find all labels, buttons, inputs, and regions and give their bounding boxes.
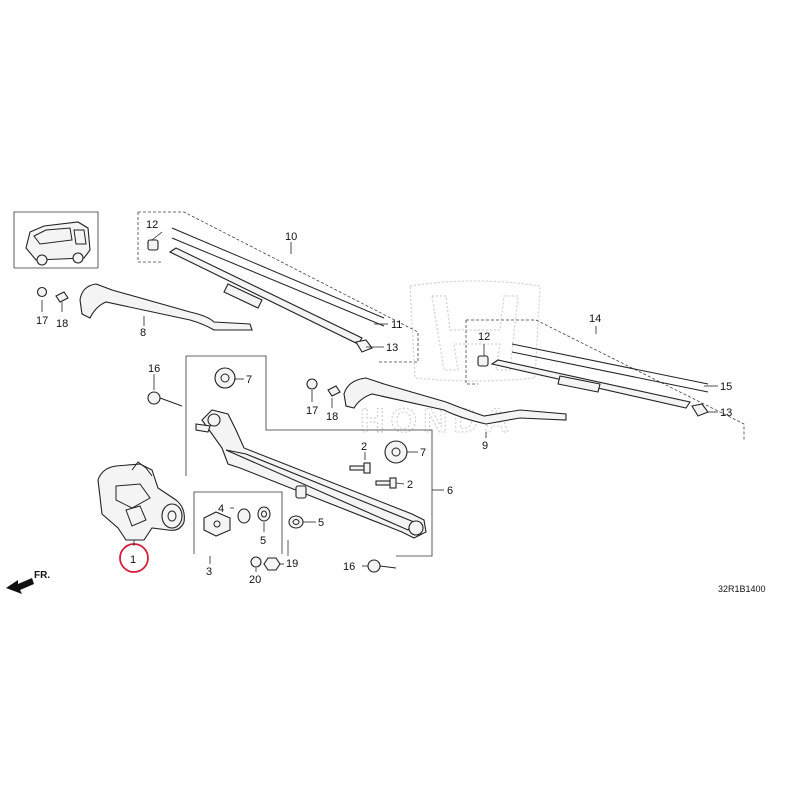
blade-tip-cap-left — [355, 339, 373, 353]
callout-7-upper: 7 — [246, 374, 252, 386]
callout-10: 10 — [285, 231, 297, 243]
blade-left-group-box — [137, 211, 419, 363]
diagram-code: 32R1B1400 — [718, 584, 766, 594]
callout-3: 3 — [206, 566, 212, 578]
callout-20: 20 — [249, 574, 261, 586]
wiper-arm-right — [306, 377, 567, 425]
callout-13-right: 13 — [720, 407, 732, 419]
callout-2-upper: 2 — [361, 441, 367, 453]
linkage-group-box — [185, 355, 433, 557]
callout-6: 6 — [447, 485, 453, 497]
vehicle-thumbnail — [13, 211, 99, 269]
flange-bolt-lower — [367, 559, 397, 573]
blade-tip-cap-right — [691, 403, 709, 417]
arm-nut-cap-right — [306, 378, 318, 390]
callout-2-lower: 2 — [407, 479, 413, 491]
callout-1: 1 — [130, 554, 136, 566]
callout-5-right: 5 — [318, 517, 324, 529]
callout-14: 14 — [589, 313, 601, 325]
callout-labels: 1 2 2 3 4 5 5 6 7 7 8 9 10 11 12 12 13 1… — [36, 219, 732, 586]
arm-nut-left — [55, 291, 69, 303]
flange-bolt-upper — [147, 391, 183, 407]
pivot-cap-left — [214, 367, 236, 389]
callout-8: 8 — [140, 327, 146, 339]
bolt-upper — [349, 462, 371, 474]
callout-4: 4 — [218, 503, 224, 515]
wiper-blade-right — [477, 343, 709, 417]
callout-11: 11 — [391, 319, 402, 331]
callout-18-right: 18 — [326, 411, 338, 423]
bolt-lower — [375, 477, 397, 489]
rubber-mount — [203, 511, 231, 537]
callout-12-right: 12 — [478, 331, 490, 343]
callout-7-lower: 7 — [420, 447, 426, 459]
collar — [237, 508, 251, 524]
front-label: FR. — [34, 570, 50, 581]
wiper-motor — [97, 461, 185, 541]
front-arrow-icon — [6, 578, 34, 594]
blade-end-cap-right — [477, 355, 489, 367]
callout-17-left: 17 — [36, 315, 48, 327]
blade-end-cap-left — [147, 239, 159, 251]
callout-5-left: 5 — [260, 535, 266, 547]
front-direction-marker: FR. — [6, 570, 50, 594]
grommet-left — [257, 506, 271, 522]
callout-19: 19 — [286, 558, 298, 570]
blade-right-group-box — [465, 319, 745, 440]
callout-18-left: 18 — [56, 318, 68, 330]
wiper-arm-left — [36, 283, 253, 331]
wiper-linkage — [195, 409, 427, 539]
pivot-cap-right — [384, 440, 408, 464]
arm-nut-right — [327, 385, 341, 397]
callout-9: 9 — [482, 440, 488, 452]
grommet-right — [288, 515, 304, 529]
callout-13-left: 13 — [386, 342, 398, 354]
callout-16-upper: 16 — [148, 363, 160, 375]
wiper-blade-left — [147, 227, 385, 353]
leader-lines — [41, 231, 718, 572]
mount-group-box — [193, 491, 283, 554]
callout-12-left: 12 — [146, 219, 158, 231]
arm-nut-cap-left — [36, 286, 48, 298]
nut — [263, 557, 281, 571]
washer — [250, 556, 262, 568]
callout-16-lower: 16 — [343, 561, 355, 573]
callout-17-right: 17 — [306, 405, 318, 417]
callout-15: 15 — [720, 381, 732, 393]
